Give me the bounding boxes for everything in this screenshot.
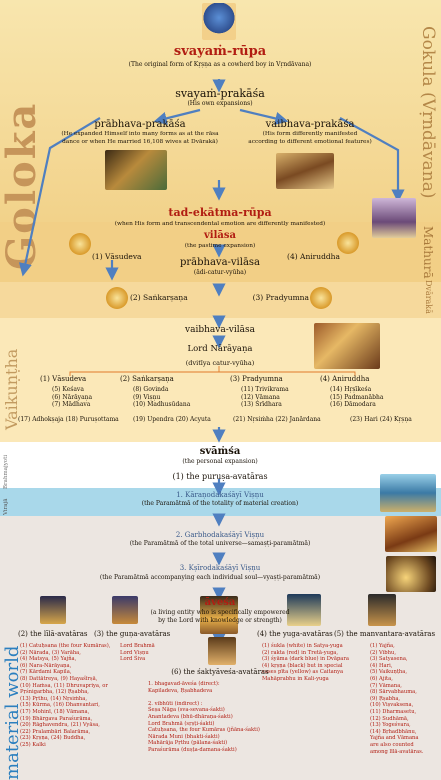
vaikuntha-group-aniruddha-head: (4) Aniruddha <box>320 375 370 383</box>
dvaraka-label: Dvārakā <box>424 280 433 314</box>
guna-avatara-image <box>112 596 138 624</box>
karanodakasayi-image <box>380 474 436 512</box>
prabhava-prakasa-desc-2: dance or when He married 16,108 wives at… <box>62 139 218 145</box>
yuga-avatara-list: (1) śukla (white) in Satya-yuga (2) rakt… <box>262 643 349 682</box>
vaikuntha-bottom-row-1: (17) Adhokṣaja (18) Puruṣottama <box>18 416 119 423</box>
prabhava-prakasa-title: prābhava-prakāśa <box>94 119 186 130</box>
saktyavesa-image <box>208 637 236 665</box>
garbhodakasayi-title: 2. Garbhodakaśāyī Viṣṇu <box>175 531 265 539</box>
saktyavesa-head: (6) the śaktyāveśa-avatāras <box>171 668 269 676</box>
vaikuntha-group-aniruddha-items: (14) Hṛṣīkeśa (15) Padmanābha (16) Dāmod… <box>330 386 384 408</box>
manvantara-avatara-list: (1) Yajña, (2) Vibhu, (3) Satyasena, (4)… <box>370 643 424 755</box>
svayam-prakasa-title: svayaṁ-prakāśa <box>175 87 265 100</box>
lila-avatara-list: (1) Catuḥsana (the four Kumāras), (2) Nā… <box>20 643 111 748</box>
vaibhava-prakasa-desc-1: (His form differently manifested <box>262 131 358 137</box>
avesa-image <box>200 596 238 634</box>
sankarsana-medallion <box>106 287 128 309</box>
vaibhava-prakasa-desc-2: according to different emotional feature… <box>248 139 372 145</box>
narayana-title: Lord Nārāyaṇa <box>187 344 253 354</box>
garbhodakasayi-desc: (the Paramātmā of the total universe—sam… <box>129 540 311 547</box>
prabhava-prakasa-desc-1: (He expanded Himself into many forms as … <box>61 131 219 137</box>
vaibhava-vilasa-title: vaibhava-vilāsa <box>185 325 255 335</box>
saktyavesa-list: 1. bhagavad-āveśa (direct): Kapiladeva, … <box>148 681 260 753</box>
purusa-avataras-title: (1) the puruṣa-avatāras <box>172 472 268 481</box>
svayam-rupa-desc: (The original form of Kṛṣṇa as a cowherd… <box>128 61 312 68</box>
brahmajyoti-region <box>0 442 441 488</box>
karanodakasayi-title: 1. Kāraṇodakaśāyī Viṣṇu <box>176 491 264 499</box>
avesa-desc-1: (a living entity who is specifically emp… <box>150 609 290 616</box>
dvitiya-catur-vyuha: (dvitīya catur-vyūha) <box>185 359 255 367</box>
ksirodakasayi-title: 3. Kṣīrodakaśāyī Viṣṇu <box>179 564 261 572</box>
vilasa-title: vilāsa <box>204 230 236 241</box>
svamsa-title: svāṁśa <box>199 446 241 457</box>
gokula-label: Gokula (Vṛndāvana) <box>418 26 438 199</box>
guna-avatara-head: (3) the guṇa-avatāras <box>94 630 171 638</box>
rasa-dance-image <box>105 150 167 190</box>
vilasa-desc: (the pastime expansion) <box>184 243 256 249</box>
pradyumna-medallion <box>310 287 332 309</box>
vasudeva-label: (1) Vāsudeva <box>92 252 142 261</box>
aniruddha-medallion <box>337 232 359 254</box>
aniruddha-label: (4) Aniruddha <box>287 252 340 261</box>
lila-avatara-image <box>40 596 66 624</box>
manvantara-avatara-image <box>368 594 396 626</box>
vaikuntha-group-sankarsana-head: (2) Saṅkarṣaṇa <box>120 375 174 383</box>
krishna-cowherd-image <box>202 3 236 40</box>
yuga-avatara-head: (4) the yuga-avatāras <box>257 630 333 638</box>
manvantara-avatara-head: (5) the manvantara-avatāras <box>334 630 436 638</box>
dvaraka-palace-image <box>276 153 334 189</box>
tad-ekatma-rupa-title: tad-ekātma-rūpa <box>168 206 272 219</box>
vasudeva-medallion <box>69 233 91 255</box>
lila-avatara-head: (2) the līlā-avatāras <box>18 630 88 638</box>
ksirodakasayi-image <box>386 556 436 592</box>
svayam-prakasa-desc: (His own expansions) <box>187 100 253 107</box>
vaikuntha-group-vasudeva-head: (1) Vāsudeva <box>40 375 87 383</box>
tad-ekatma-rupa-desc: (when His form and transcendental emotio… <box>114 221 326 227</box>
prabhava-vilasa-title: prābhava-vilāsa <box>179 257 261 268</box>
garbhodakasayi-image <box>385 516 437 552</box>
vaikuntha-group-vasudeva-items: (5) Keśava (6) Nārāyaṇa (7) Mādhava <box>52 386 93 408</box>
vaikuntha-group-pradyumna-head: (3) Pradyumna <box>230 375 283 383</box>
balarama-image <box>372 198 416 238</box>
guna-avatara-list: Lord Brahmā Lord Viṣṇu Lord Śiva <box>120 643 155 663</box>
vaikuntha-bottom-row-3: (21) Nṛsiṁha (22) Janārdana <box>233 416 321 423</box>
vaibhava-prakasa-title: vaibhava-prakāśa <box>265 119 355 130</box>
svayam-rupa-title: svayaṁ-rūpa <box>173 44 267 59</box>
adi-catur-vyuha: (ādi-catur-vyūha) <box>193 269 247 276</box>
vaikuntha-group-pradyumna-items: (11) Trivikrama (12) Vāmana (13) Śrīdhar… <box>241 386 289 408</box>
mathura-label: Mathurā <box>421 226 435 279</box>
sankarsana-label: (2) Saṅkarṣaṇa <box>130 293 188 302</box>
vaikuntha-bottom-row-4: (23) Hari (24) Kṛṣṇa <box>350 416 412 423</box>
karanodakasayi-desc: (the Paramātmā of the totality of materi… <box>141 500 299 507</box>
avesa-title: āveśa <box>204 597 236 608</box>
ksirodakasayi-desc: (the Paramātmā accompanying each individ… <box>99 574 321 581</box>
svamsa-desc: (the personal expansion) <box>182 458 258 465</box>
narayana-image <box>314 323 380 369</box>
yuga-avatara-image <box>287 594 321 626</box>
vaikuntha-bottom-row-2: (19) Upendra (20) Acyuta <box>133 416 211 423</box>
avesa-desc-2: by the Lord with knowledge or strength) <box>158 617 282 624</box>
pradyumna-label: (3) Pradyumna <box>252 293 309 302</box>
vaikuntha-group-sankarsana-items: (8) Govinda (9) Viṣṇu (10) Madhusūdana <box>133 386 191 408</box>
